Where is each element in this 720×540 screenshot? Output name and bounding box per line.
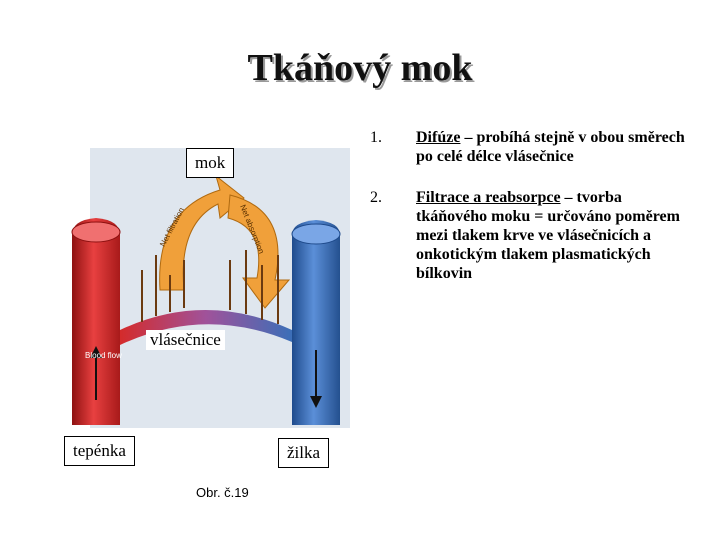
artery-vessel [72, 218, 120, 425]
filtration-arrow-icon [159, 174, 245, 291]
list-item-term: Filtrace a reabsorpce [416, 189, 561, 206]
blood-flow-text: Blood flow [85, 351, 122, 360]
artery-flow-arrowhead-icon [90, 346, 102, 358]
list-item-text: – probíhá stejně v obou směrech po celé … [416, 129, 685, 165]
list-item-number: 1. [370, 129, 382, 146]
list-item-term: Difúze [416, 129, 461, 146]
vein-opening [291, 223, 341, 245]
page-title: Tkáňový mok [247, 47, 473, 89]
mok-label: mok [186, 148, 235, 178]
vein-vessel [292, 220, 340, 425]
figure-caption: Obr. č.19 [196, 485, 249, 500]
capillary-diagram: Net filtration Net absorption Blood flow… [60, 140, 360, 480]
small-absorption-arrows [229, 250, 279, 324]
small-filtration-arrows [141, 255, 185, 322]
list-item-number: 2. [370, 189, 382, 206]
capillary-illustration: Net filtration Net absorption Blood flow [71, 148, 350, 428]
capillary-vessel [120, 310, 292, 345]
list-item-text: – tvorba tkáňového moku = určováno poměr… [416, 189, 680, 282]
zilka-label: žilka [278, 438, 330, 468]
tepenka-label: tepénka [64, 436, 135, 466]
vein-flow-arrowhead-icon [310, 396, 322, 408]
artery-opening [71, 221, 121, 243]
process-list: 1. Difúze – probíhá stejně v obou směrec… [370, 128, 690, 305]
vlasecnice-label: vlásečnice [146, 330, 225, 350]
list-item: 2. Filtrace a reabsorpce – tvorba tkáňov… [370, 188, 690, 283]
list-item: 1. Difúze – probíhá stejně v obou směrec… [370, 128, 690, 166]
